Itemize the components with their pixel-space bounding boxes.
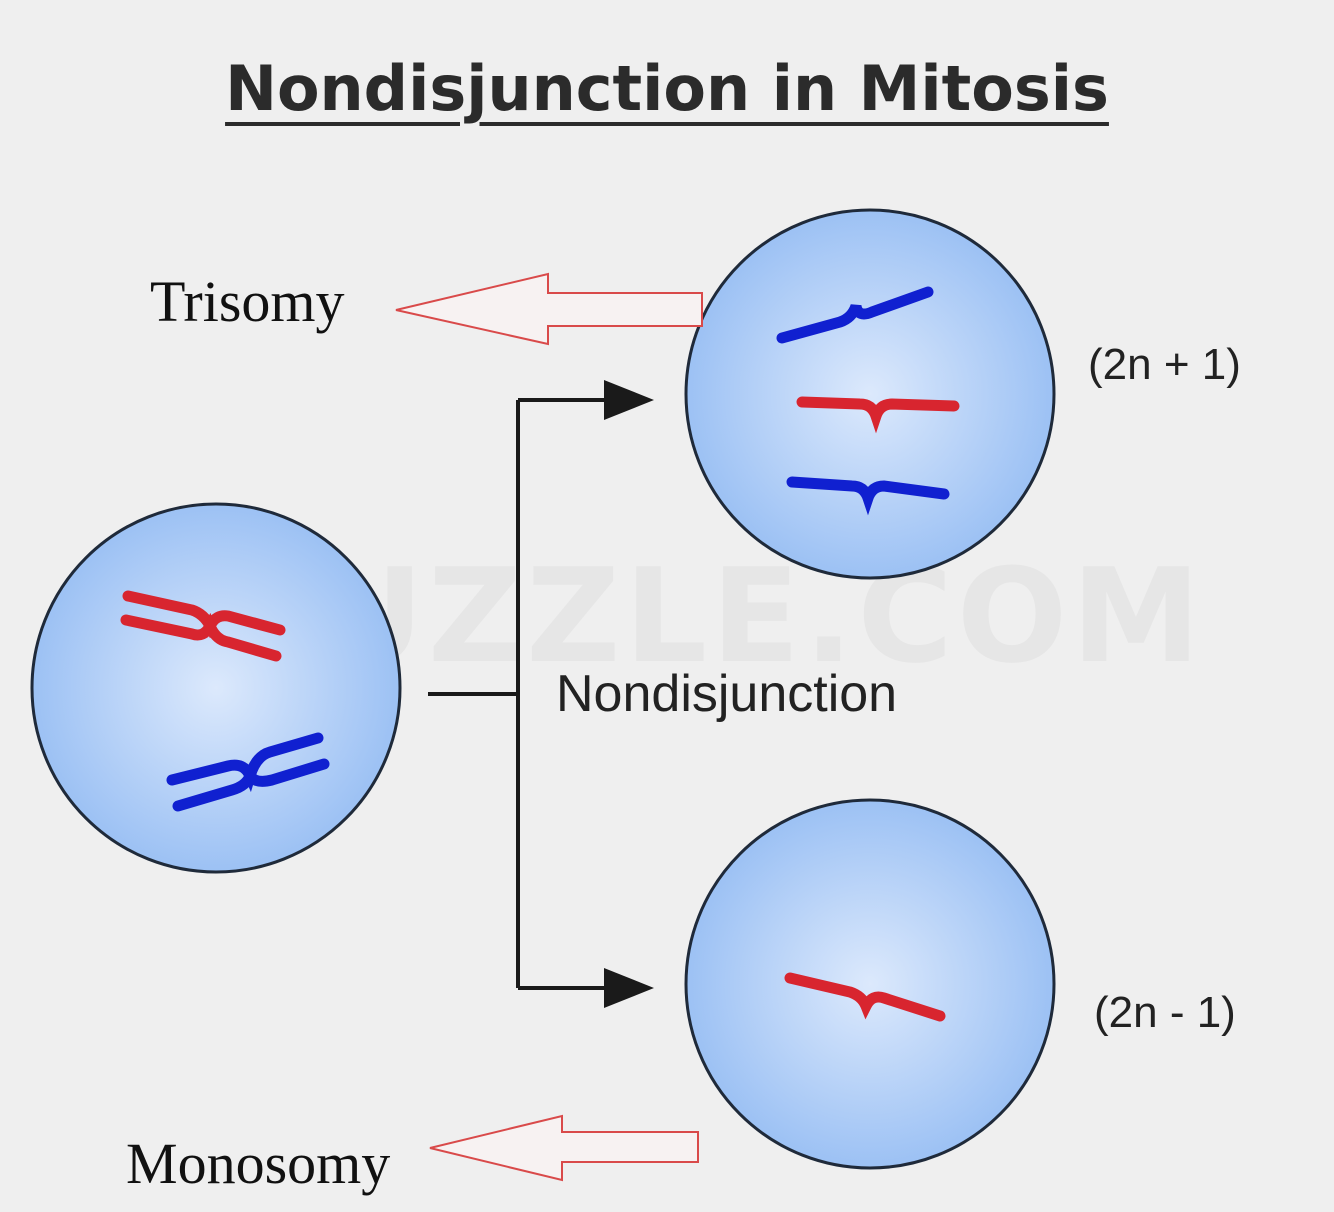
arrowhead-top	[604, 380, 654, 420]
parent-red-chromosome-pair	[120, 590, 286, 662]
monosomy-cell	[684, 798, 1056, 1170]
page-title-text: Nondisjunction in Mitosis	[225, 52, 1109, 125]
top-formula-label: (2n + 1)	[1088, 340, 1241, 389]
trisomy-cell	[684, 208, 1056, 580]
arrowhead-bottom	[604, 968, 654, 1008]
trisomy-label: Trisomy	[150, 269, 345, 334]
parent-cell	[30, 502, 402, 874]
red-chromosome	[796, 396, 960, 434]
nondisjunction-label: Nondisjunction	[556, 665, 898, 723]
monosomy-label: Monosomy	[126, 1131, 391, 1196]
bottom-formula-label: (2n - 1)	[1094, 988, 1236, 1037]
trisomy-callout-arrow	[395, 272, 703, 346]
monosomy-callout-arrow	[429, 1114, 699, 1182]
blue-chromosome-2	[786, 476, 950, 516]
page-title: Nondisjunction in Mitosis	[0, 52, 1334, 125]
blue-chromosome-1	[776, 286, 934, 344]
nondisjunction-flow-arrows	[428, 398, 612, 990]
parent-blue-chromosome-pair	[166, 732, 330, 812]
monosomy-red-chromosome	[784, 972, 946, 1022]
trisomy-chromosomes	[776, 286, 960, 516]
